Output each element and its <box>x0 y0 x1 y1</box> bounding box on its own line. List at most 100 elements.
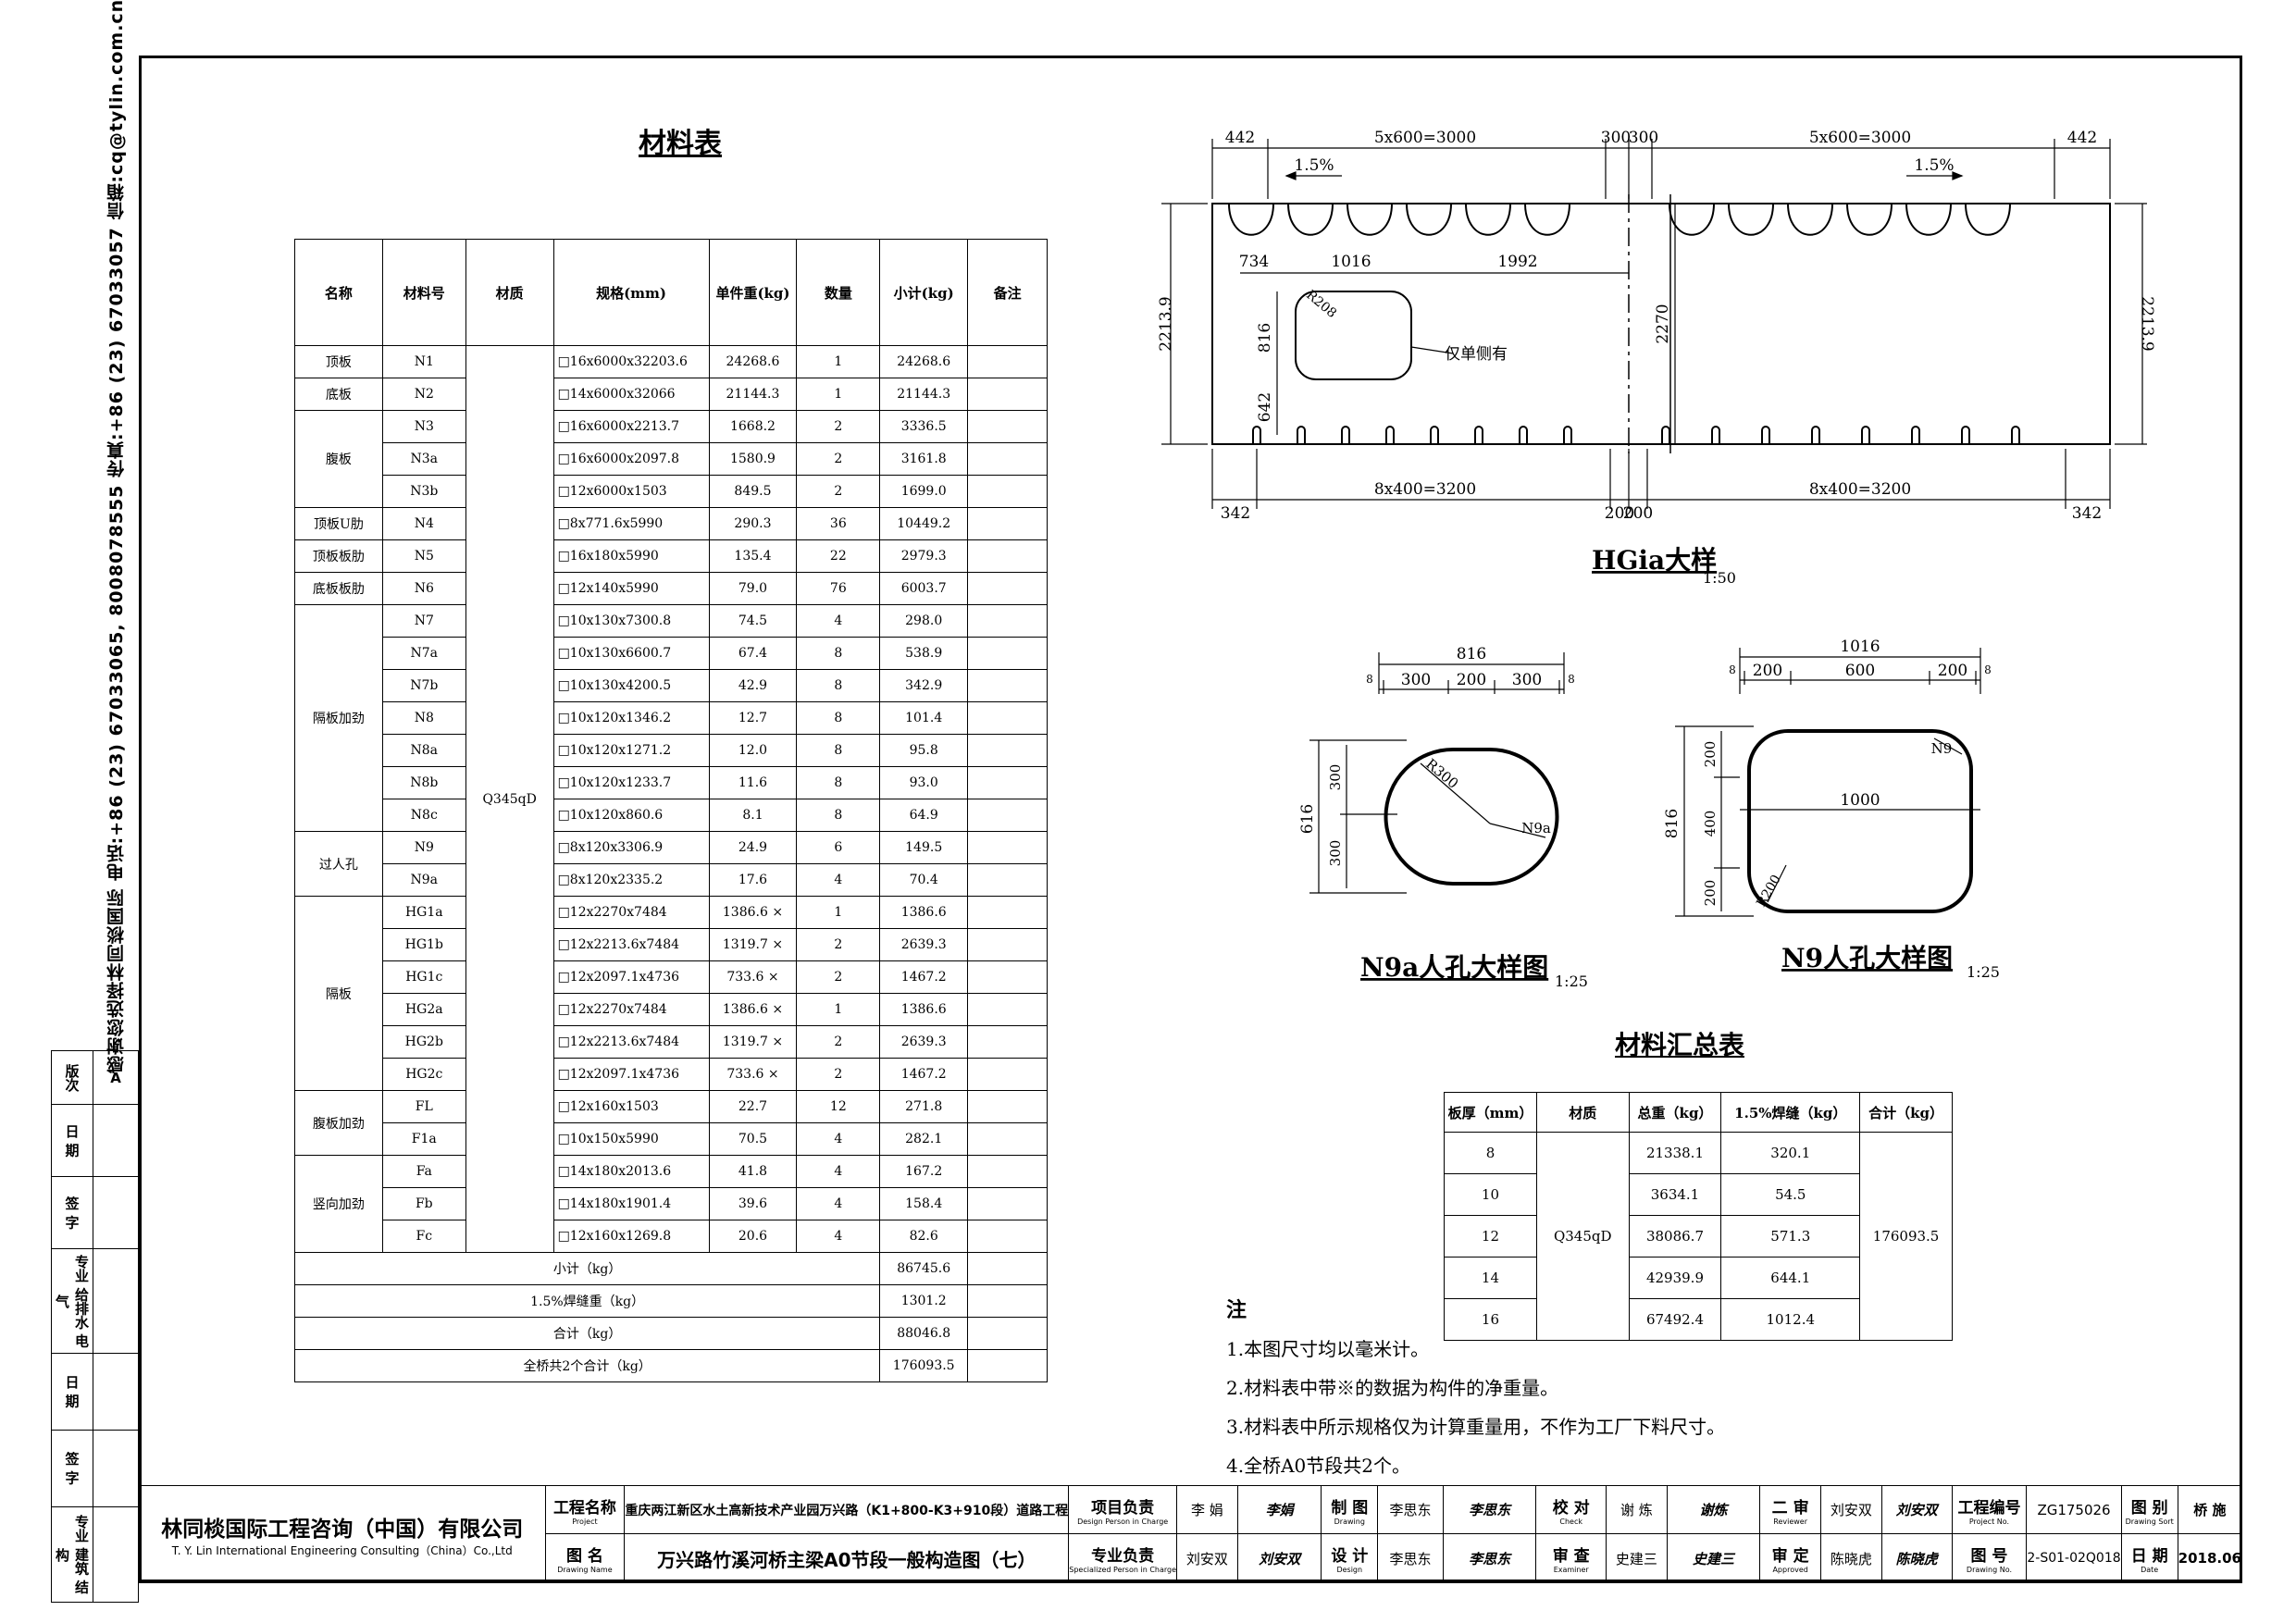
quantity: 22 <box>796 539 881 573</box>
summary-header-cell: 合计（kg） <box>1859 1092 1953 1133</box>
note-item: 1.本图尺寸均以毫米计。 <box>1226 1338 1430 1360</box>
component-name: 腹板加劲 <box>294 1090 383 1156</box>
date: 2018.06 <box>2177 1533 2243 1583</box>
dim-442-right: 442 <box>2067 129 2097 147</box>
subtotal: 70.4 <box>879 863 969 897</box>
quantity: 2 <box>796 960 881 994</box>
mid-height: 2270 <box>1654 304 1672 343</box>
unit-weight: 849.5 <box>708 475 798 508</box>
version-value: A <box>93 1050 139 1105</box>
n9a-v1: 300 <box>1327 764 1344 791</box>
revision-discipline-1: 专业 给排水 电气 <box>51 1248 93 1354</box>
material-no: HG1b <box>381 928 466 961</box>
weld-weight: 320.1 <box>1720 1132 1861 1174</box>
remark <box>967 572 1048 605</box>
spec: □16x180x5990 <box>552 539 710 573</box>
unit-weight: 22.7 <box>708 1090 798 1123</box>
revision-date-1: 日 期 <box>51 1104 93 1177</box>
remark <box>967 896 1048 929</box>
material-grade: Q345qD <box>465 345 554 1253</box>
unit-weight: 1668.2 <box>708 410 798 443</box>
n9a-radius: R300 <box>1422 755 1461 791</box>
total-row: 1.5%焊缝重（kg）1301.2 <box>293 1284 1048 1318</box>
project-name: 重庆两江新区水土高新技术产业园万兴路（K1+800-K3+910段）道路工程 <box>624 1485 1070 1534</box>
spec: □10x150x5990 <box>552 1122 710 1156</box>
remark <box>967 1284 1048 1318</box>
subtotal: 2979.3 <box>879 539 969 573</box>
component-name: 隔板 <box>294 896 383 1091</box>
spec: □10x120x860.6 <box>552 799 710 832</box>
remark <box>967 442 1048 476</box>
bottom-rib-slot <box>1661 426 1670 444</box>
remark <box>967 863 1048 897</box>
unit-weight: 24.9 <box>708 831 798 864</box>
summary-header-cell: 材质 <box>1535 1092 1630 1133</box>
spec: □10x120x1346.2 <box>552 701 710 735</box>
bottom-rib-slot <box>1430 426 1439 444</box>
quantity: 2 <box>796 1058 881 1091</box>
bottom-rib-slot <box>1961 426 1970 444</box>
reviewer: 刘安双 <box>1820 1485 1882 1534</box>
quantity: 6 <box>796 831 881 864</box>
drawing-sort: 桥 施 <box>2177 1485 2243 1534</box>
unit-weight: 12.7 <box>708 701 798 735</box>
n9a-v2: 300 <box>1327 840 1344 867</box>
summary-material: Q345qD <box>1535 1132 1630 1341</box>
remark <box>967 539 1048 573</box>
weld-weight: 644.1 <box>1720 1257 1861 1299</box>
spec: □10x120x1271.2 <box>552 734 710 767</box>
quantity: 2 <box>796 928 881 961</box>
u-rib <box>1465 203 1511 236</box>
title-block: 林同棪国际工程咨询（中国）有限公司 T. Y. Lin Internationa… <box>139 1485 2243 1583</box>
component-name: 顶板 <box>294 345 383 378</box>
material-no: HG2c <box>381 1058 466 1091</box>
subtotal: 1386.6 <box>879 993 969 1026</box>
weld-weight: 571.3 <box>1720 1215 1861 1258</box>
summary-header-cell: 1.5%焊缝（kg） <box>1720 1092 1861 1133</box>
spec: □16x6000x32203.6 <box>552 345 710 378</box>
remark <box>967 1252 1048 1285</box>
bottom-rib-slot <box>1563 426 1572 444</box>
specialized: 刘安双 <box>1176 1533 1238 1583</box>
material-no: N2 <box>381 378 466 411</box>
unit-weight: 24268.6 <box>708 345 798 378</box>
drawing-name: 万兴路竹溪河桥主梁A0节段一般构造图（七） <box>624 1533 1070 1583</box>
spec: □12x160x1269.8 <box>552 1220 710 1253</box>
n9-label: N9 <box>1931 740 1953 757</box>
dim-1992: 1992 <box>1497 253 1537 271</box>
header-cell: 小计(kg) <box>879 239 969 346</box>
quantity: 4 <box>796 1122 881 1156</box>
component-name: 顶板板肋 <box>294 539 383 573</box>
material-no: N3a <box>381 442 466 476</box>
component-name: 顶板U肋 <box>294 507 383 540</box>
n9a-d1: 300 <box>1401 671 1431 689</box>
summary-total: 176093.5 <box>1859 1132 1953 1341</box>
unit-weight: 135.4 <box>708 539 798 573</box>
summary-header-cell: 总重（kg） <box>1628 1092 1722 1133</box>
notes-title: 注 <box>1226 1298 1247 1322</box>
unit-weight: 11.6 <box>708 766 798 799</box>
spec: □10x130x6600.7 <box>552 637 710 670</box>
unit-weight: 8.1 <box>708 799 798 832</box>
u-rib <box>1905 203 1952 236</box>
material-no: N3 <box>381 410 466 443</box>
